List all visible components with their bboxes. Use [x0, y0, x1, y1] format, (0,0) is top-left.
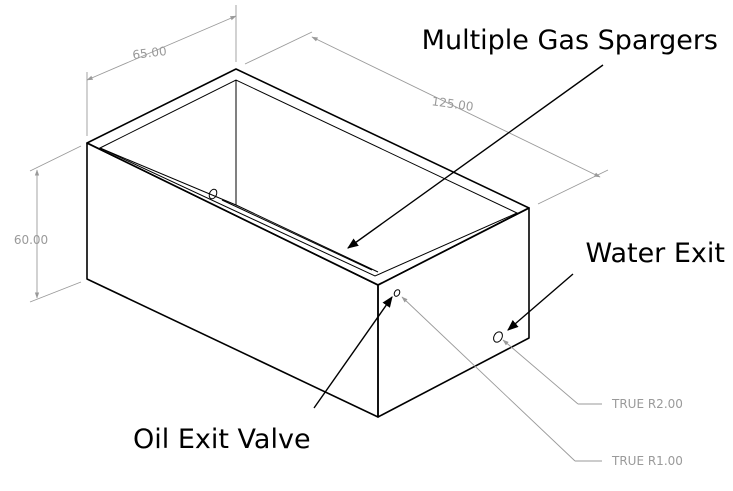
dim-width-label: 65.00	[132, 44, 168, 62]
top-rim-inner	[98, 79, 519, 277]
hole-small-note: TRUE R1.00	[401, 296, 683, 468]
inner-floor-back	[235, 204, 379, 273]
callout-water-exit: Water Exit	[507, 238, 725, 331]
inner-wall-hole	[208, 188, 218, 200]
dim-height-label: 60.00	[14, 233, 48, 247]
tank-body	[86, 68, 530, 418]
callout-spargers: Multiple Gas Spargers	[347, 25, 718, 249]
front-face	[86, 142, 379, 418]
inner-floor-back-2	[221, 199, 373, 271]
hole-large-label: TRUE R2.00	[611, 397, 683, 411]
callout-spargers-label: Multiple Gas Spargers	[422, 25, 718, 56]
water-exit-hole	[493, 331, 503, 343]
hole-large-note: TRUE R2.00	[502, 339, 683, 411]
side-face	[377, 207, 530, 418]
inner-floor-left	[99, 147, 237, 206]
callout-oil-exit-label: Oil Exit Valve	[133, 424, 311, 455]
callout-water-exit-label: Water Exit	[585, 238, 725, 269]
dim-length: 125.00	[244, 31, 609, 205]
oil-exit-hole	[393, 289, 401, 297]
hole-small-label: TRUE R1.00	[611, 454, 683, 468]
callout-oil-exit: Oil Exit Valve	[133, 296, 393, 455]
dim-width: 65.00	[86, 5, 237, 136]
dim-height: 60.00	[14, 145, 82, 303]
dim-length-label: 125.00	[431, 94, 475, 114]
